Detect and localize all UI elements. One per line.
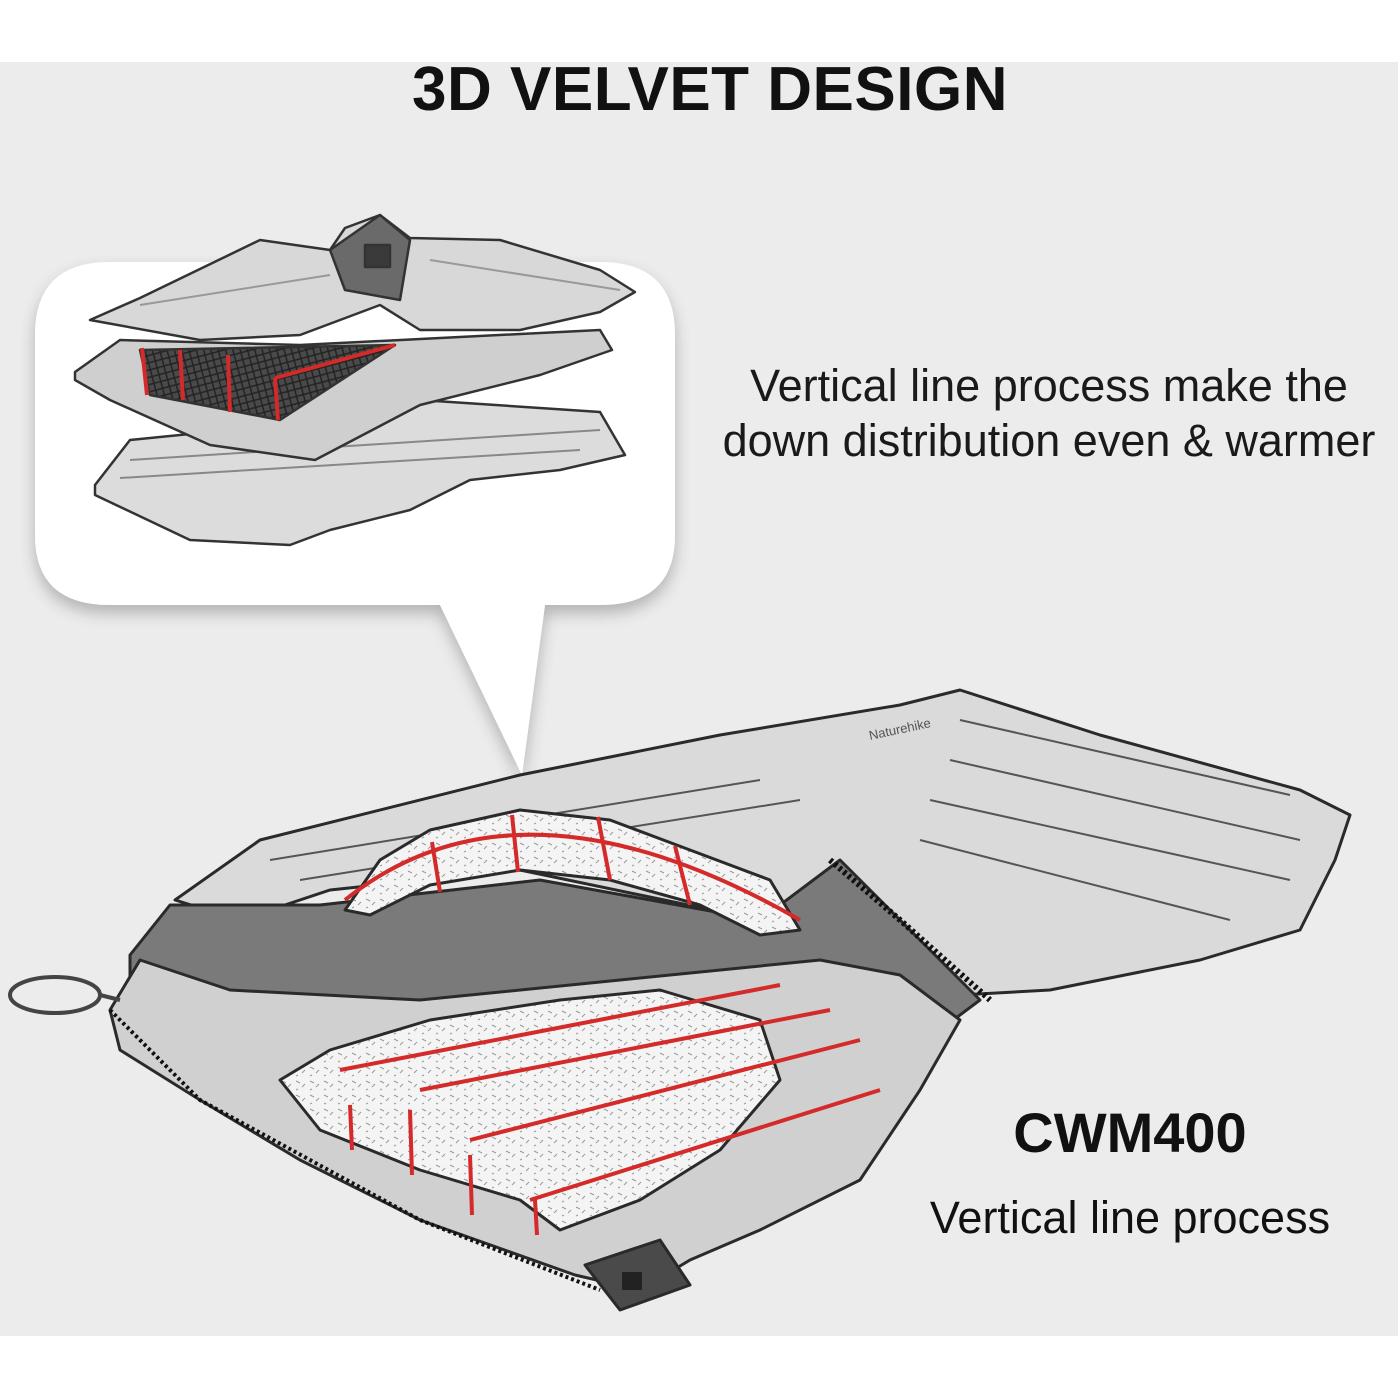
pull-cord-icon: [8, 975, 102, 1015]
bottom-red-lines: [339, 983, 881, 1236]
caption-line-2: down distribution even & warmer: [722, 415, 1376, 466]
page-title: 3D VELVET DESIGN: [412, 55, 1008, 124]
model-subtitle: Vertical line process: [929, 1192, 1331, 1243]
arc-red-lines: [343, 814, 801, 922]
tag-icon: [363, 243, 392, 269]
feature-caption: Vertical line process make the down dist…: [700, 358, 1398, 468]
sleeping-bag: [8, 688, 1352, 1312]
model-name: CWM400: [1013, 1101, 1247, 1164]
caption-line-1: Vertical line process make the: [750, 360, 1348, 411]
layer-diagram: [73, 213, 637, 547]
red-stitch-lines: [140, 343, 396, 421]
